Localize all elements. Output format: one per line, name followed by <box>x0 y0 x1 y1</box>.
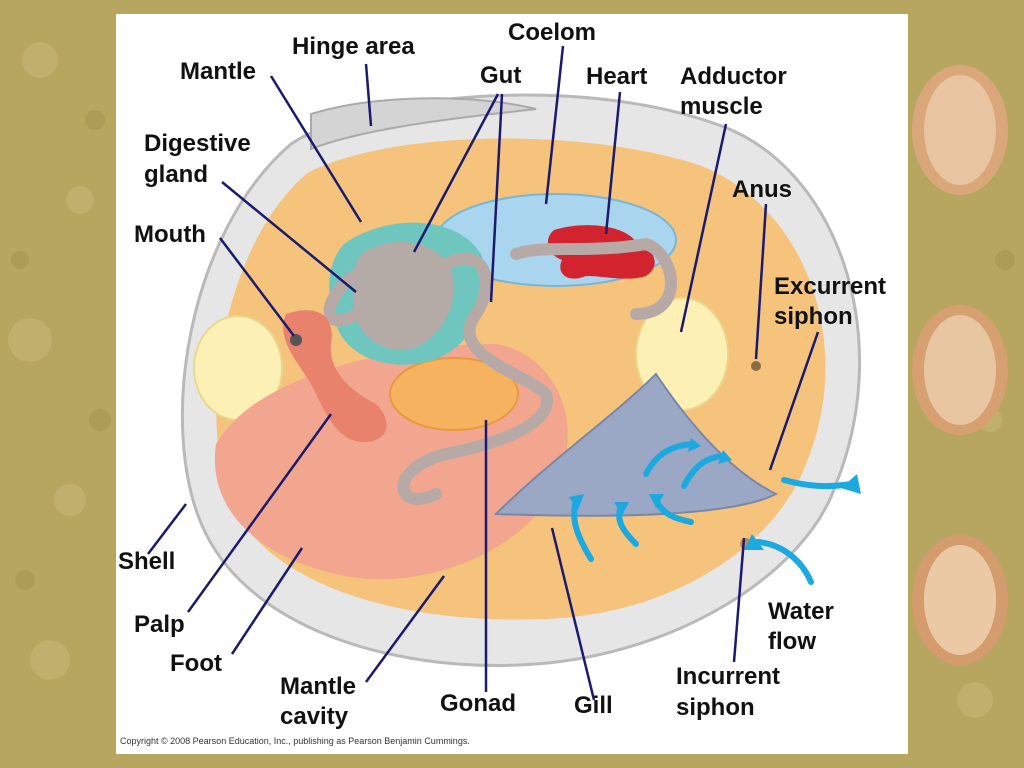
label-digestive-line1: Digestive <box>144 130 251 157</box>
label-mouth: Mouth <box>134 221 206 248</box>
diagram-panel: Coelom Hinge area Mantle Gut Heart Adduc… <box>116 14 908 754</box>
scallop-shell-icon <box>912 305 1008 435</box>
label-gill: Gill <box>574 692 613 719</box>
label-heart: Heart <box>586 63 648 90</box>
leader-digestive <box>221 181 357 293</box>
leader-palp <box>186 413 333 613</box>
label-gonad: Gonad <box>440 690 516 717</box>
label-excurrent-line1: Excurrent <box>774 273 887 300</box>
leader-mantle <box>269 75 363 223</box>
label-adductor-line2: muscle <box>680 93 763 120</box>
leader-gill <box>550 527 596 701</box>
label-hinge-area: Hinge area <box>292 33 415 60</box>
label-incurrent-line2: siphon <box>676 694 755 721</box>
label-palp: Palp <box>134 611 185 638</box>
leader-heart <box>604 91 622 235</box>
label-mantle-cavity-line2: cavity <box>280 703 349 730</box>
label-digestive-line2: gland <box>144 161 208 188</box>
label-anus: Anus <box>732 176 792 203</box>
label-water-line2: flow <box>768 628 816 655</box>
gonad-region <box>389 357 519 431</box>
label-coelom: Coelom <box>508 19 597 46</box>
label-excurrent-line2: siphon <box>774 303 853 330</box>
leader-hinge <box>364 63 373 127</box>
leader-mantle-cavity <box>364 575 446 683</box>
label-gut: Gut <box>480 62 522 89</box>
label-shell: Shell <box>118 548 176 575</box>
label-incurrent-line1: Incurrent <box>676 663 781 690</box>
label-mantle: Mantle <box>180 58 257 85</box>
leader-mouth <box>219 237 295 337</box>
leader-excurrent <box>768 331 820 471</box>
copyright-notice: Copyright © 2008 Pearson Education, Inc.… <box>120 736 470 746</box>
palp-region <box>283 310 387 443</box>
clam-anatomy-diagram <box>147 45 862 701</box>
label-adductor-line1: Adductor <box>680 63 787 90</box>
mouth-opening <box>290 334 302 346</box>
water-flow-arrowheads <box>569 438 861 550</box>
anus-opening <box>751 361 761 371</box>
leader-anus <box>754 203 768 360</box>
label-water-line1: Water <box>768 598 834 625</box>
leader-adductor <box>679 123 728 333</box>
leader-coelom <box>544 45 565 205</box>
leader-gut-a <box>412 93 500 253</box>
scallop-shell-icon <box>912 535 1008 665</box>
leader-foot <box>230 547 304 655</box>
leader-shell <box>147 503 187 555</box>
leader-lines <box>147 45 820 701</box>
scallop-shell-icon <box>912 65 1008 195</box>
leader-gut-b <box>489 93 504 303</box>
leader-incurrent <box>732 537 746 663</box>
label-mantle-cavity-line1: Mantle <box>280 673 357 700</box>
label-foot: Foot <box>170 650 222 677</box>
